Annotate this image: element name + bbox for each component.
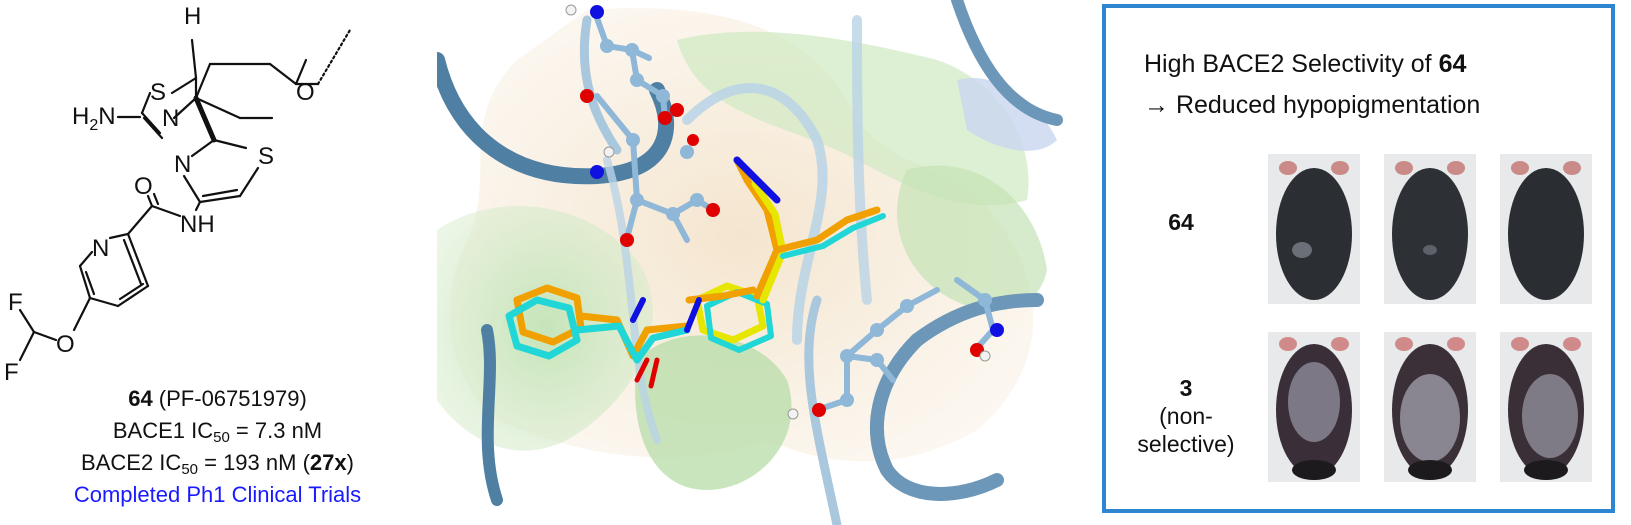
- atom-f-bottom: F: [4, 359, 19, 386]
- protein-ribbons: [437, 0, 1063, 525]
- bace1-label: BACE1 IC: [112, 418, 214, 443]
- mouse-photo-64-1: [1268, 154, 1360, 304]
- molecule-structure: H S N O H2N N S O NH N O F F: [4, 3, 352, 386]
- selectivity-panel: High BACE2 Selectivity of 64 → Reduced h…: [1102, 4, 1615, 513]
- mouse-photo-3-3: [1500, 332, 1592, 482]
- surface-patch-green-centre: [635, 335, 792, 490]
- compound-code: (PF-06751979): [152, 386, 307, 411]
- bace2-close: ): [346, 450, 354, 475]
- atom-o-ether: O: [56, 331, 75, 358]
- selectivity-title-compound: 64: [1438, 50, 1467, 78]
- row-label-3-number: 3: [1179, 375, 1193, 401]
- selectivity-title-line1: High BACE2 Selectivity of 64: [1144, 50, 1466, 79]
- compound-number: 64: [128, 386, 153, 411]
- clinical-status: Completed Ph1 Clinical Trials: [73, 482, 362, 507]
- atom-s-thiazine: S: [150, 79, 166, 106]
- atom-h2n: H2N: [72, 103, 116, 134]
- mouse-photo-64-3: [1500, 154, 1592, 304]
- bace1-value: = 7.3 nM: [229, 418, 323, 443]
- atom-nh-amide: NH: [180, 211, 215, 238]
- surface-patch-green-right: [897, 165, 1047, 311]
- atom-s-thiazole: S: [258, 143, 274, 170]
- mouse-photo-64-2: [1384, 154, 1476, 304]
- atom-n-thiazole: N: [174, 151, 191, 178]
- selectivity-fold: 27x: [309, 450, 347, 475]
- mouse-photo-3-1: [1268, 332, 1360, 482]
- surface-patch-blue: [957, 78, 1057, 151]
- right-arrow-icon: →: [1144, 91, 1169, 119]
- bace2-label: BACE2 IC: [81, 450, 182, 475]
- docking-image: [437, 0, 1074, 525]
- bace2-value: = 193 nM (: [198, 450, 310, 475]
- selectivity-title-prefix: High BACE2 Selectivity of: [1144, 50, 1439, 78]
- bace1-subscript: 50: [213, 429, 230, 446]
- atom-o-amide: O: [134, 173, 153, 200]
- molecule-panel: H S N O H2N N S O NH N O F F 64 (PF-0675…: [0, 0, 435, 525]
- residue-atoms: [565, 4, 1004, 420]
- row-label-3-note-line2: selective): [1137, 431, 1235, 457]
- atom-h-stereo: H: [184, 3, 201, 30]
- atom-f-top: F: [8, 289, 23, 316]
- bace2-ic50: BACE2 IC50 = 193 nM (27x): [0, 450, 435, 478]
- row-label-64: 64: [1168, 209, 1194, 235]
- ligand-overlay: [505, 156, 886, 389]
- bace1-ic50: BACE1 IC50 = 7.3 nM: [0, 418, 435, 446]
- selectivity-title-line2: → Reduced hypopigmentation: [1144, 91, 1480, 120]
- compound-caption: 64 (PF-06751979): [0, 386, 435, 412]
- atom-n-thiazine: N: [162, 105, 179, 132]
- mouse-photo-3-2: [1384, 332, 1476, 482]
- atom-n-pyridine: N: [92, 235, 109, 262]
- atom-o-pyran: O: [296, 79, 315, 106]
- selectivity-title-outcome: Reduced hypopigmentation: [1169, 91, 1481, 119]
- row-label-3-note-line1: (non-: [1159, 403, 1213, 429]
- row-label-3: 3 (non- selective): [1126, 374, 1246, 458]
- bace2-subscript: 50: [181, 461, 198, 478]
